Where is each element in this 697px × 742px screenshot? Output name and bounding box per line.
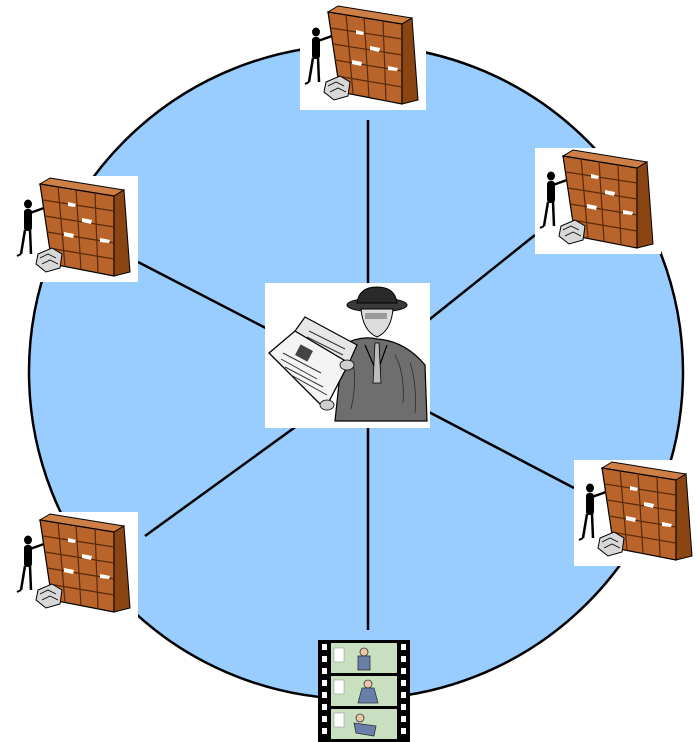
node-bottom[interactable] (318, 640, 410, 742)
film-strip-icon (318, 640, 410, 742)
newspaper-reader-icon (265, 283, 430, 428)
hub-newspaper-reader[interactable] (265, 283, 430, 428)
node-lower-left[interactable] (12, 512, 138, 618)
node-upper-right[interactable] (535, 148, 661, 254)
node-top[interactable] (300, 4, 426, 110)
node-lower-right[interactable] (574, 460, 697, 566)
node-upper-left[interactable] (12, 176, 138, 282)
